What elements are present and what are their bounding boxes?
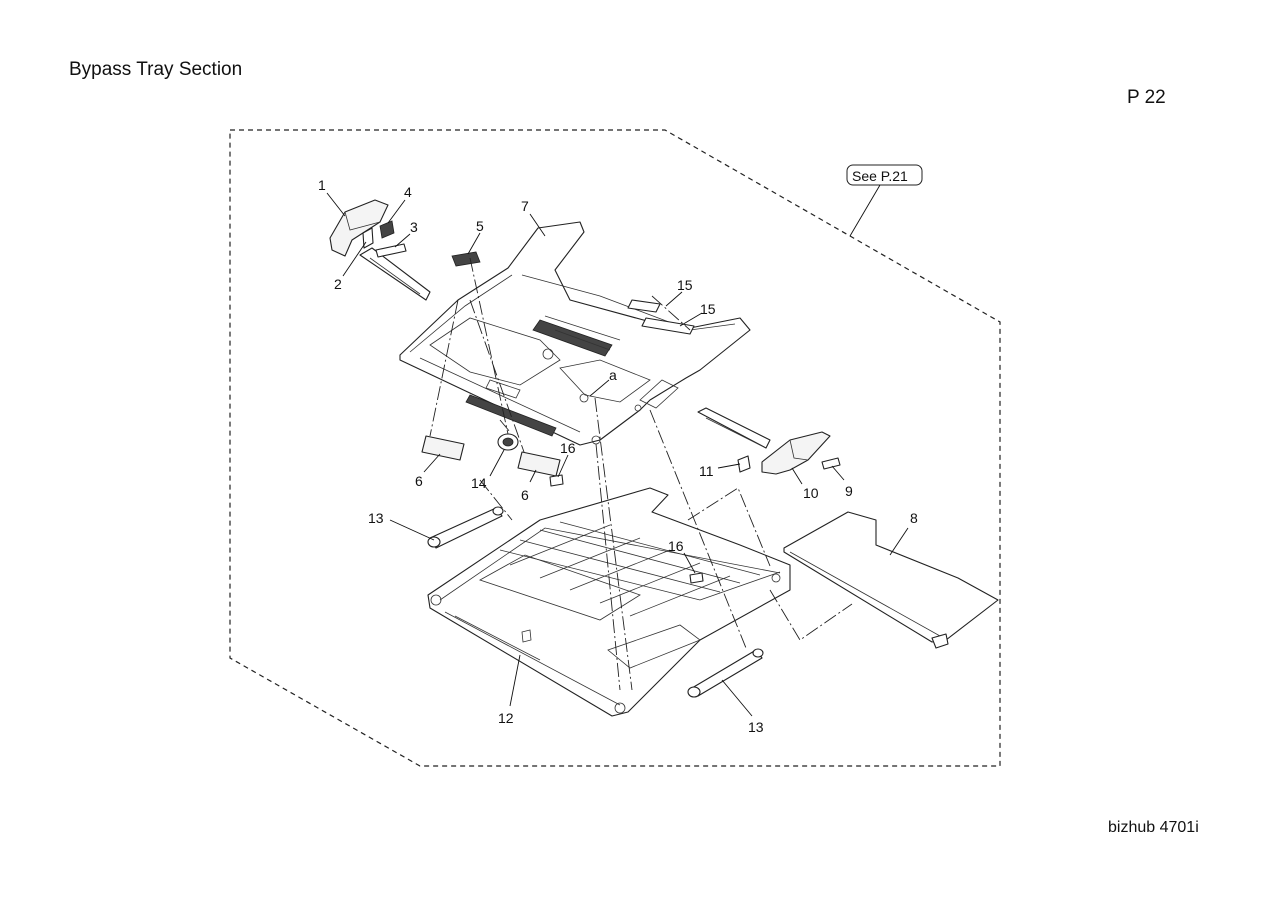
callout-15-b: 15 (679, 301, 716, 327)
section-boundary (229, 129, 1001, 767)
callout-8: 8 (889, 510, 918, 556)
callout-label: 16 (668, 538, 684, 554)
callout-label: 1 (318, 177, 326, 193)
part-9-label (821, 457, 841, 470)
callout-10: 10 (791, 467, 819, 501)
callout-label: 9 (845, 483, 853, 499)
page-number: P 22 (1127, 87, 1166, 108)
callout-label: a (609, 367, 617, 383)
assembly-lines (429, 257, 853, 691)
part-13-link-upper (427, 506, 504, 549)
model-name: bizhub 4701i (1108, 819, 1199, 836)
page-title: Bypass Tray Section (69, 59, 243, 80)
callout-label: 10 (803, 485, 819, 501)
part-5-pad (451, 251, 481, 267)
part-13-link-lower (687, 648, 764, 698)
callout-12: 12 (498, 654, 521, 726)
callout-15-a: 15 (665, 277, 693, 307)
callout-label: 3 (410, 219, 418, 235)
reference-see-page: See P.21 (846, 164, 923, 237)
callout-3: 3 (394, 219, 418, 248)
part-14-gear (497, 433, 519, 451)
callout-16-upper: 16 (557, 440, 576, 478)
callout-6-right: 6 (521, 469, 537, 503)
callout-label: 11 (699, 463, 714, 479)
callout-label: 16 (560, 440, 576, 456)
part-11-clip (737, 455, 751, 473)
callout-4: 4 (387, 184, 412, 224)
lower-tray-frame (427, 487, 791, 717)
callout-5: 5 (467, 218, 484, 255)
callout-16-lower: 16 (668, 538, 696, 574)
right-side-guide (697, 407, 831, 475)
callout-14: 14 (471, 449, 505, 491)
part-6-pad-right (517, 451, 561, 477)
callout-label: 7 (521, 198, 529, 214)
callout-2: 2 (334, 241, 367, 292)
callout-label: 5 (476, 218, 484, 234)
part-4-gear (379, 220, 395, 239)
callout-6-left: 6 (415, 453, 441, 489)
label-part-15b (641, 317, 695, 335)
callout-label: 15 (700, 301, 716, 317)
part-6-pad-left (421, 435, 465, 461)
callout-a: a (589, 367, 617, 397)
callout-label: 14 (471, 475, 487, 491)
callout-1: 1 (318, 177, 346, 217)
part-16-small-a (549, 474, 564, 487)
callout-7: 7 (521, 198, 546, 237)
part-8-extension-tray (783, 511, 999, 649)
callout-label: 13 (368, 510, 384, 526)
callout-9: 9 (831, 465, 853, 499)
left-side-guide (329, 199, 431, 301)
callout-13-upper: 13 (368, 510, 435, 541)
callout-label: 12 (498, 710, 514, 726)
callout-label: 6 (415, 473, 423, 489)
reference-label: See P.21 (852, 168, 908, 184)
upper-tray-cover (399, 221, 751, 446)
part-3-label (375, 243, 407, 258)
callout-label: 8 (910, 510, 918, 526)
callout-13-lower: 13 (721, 679, 764, 735)
callout-label: 2 (334, 276, 342, 292)
callout-11: 11 (699, 463, 741, 479)
label-part-15a (627, 299, 661, 313)
callout-label: 13 (748, 719, 764, 735)
callout-label: 15 (677, 277, 693, 293)
callout-label: 6 (521, 487, 529, 503)
callout-label: 4 (404, 184, 412, 200)
